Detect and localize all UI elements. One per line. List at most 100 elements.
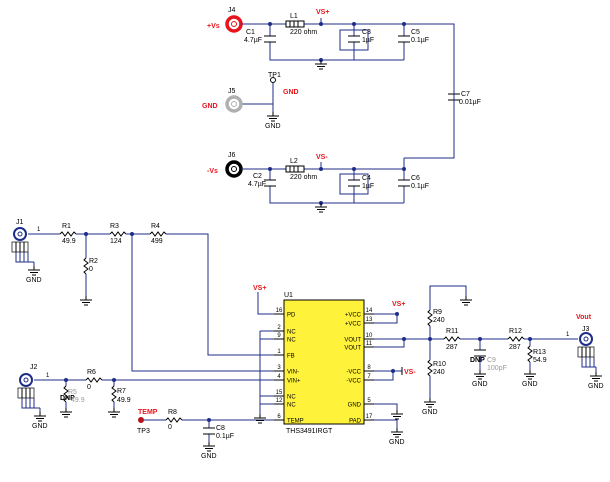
r6-resistor	[85, 377, 103, 383]
l2-value: 220 ohm	[290, 174, 317, 181]
u1-pin-name: VIN+	[287, 379, 301, 385]
u1-pin-name: VIN-	[287, 370, 299, 376]
vs-minus-rail-label: VS-	[404, 369, 416, 376]
gnd-label: GND	[588, 383, 604, 390]
c1-value: 4.7µF	[244, 37, 262, 44]
u1-pin-name: VOUT	[344, 346, 361, 352]
u1-pin-number: 3	[277, 365, 281, 371]
u1-part: THS3491IRGT	[286, 428, 333, 435]
j5-net-label: GND	[202, 103, 218, 110]
r7-resistor	[111, 385, 117, 403]
r5-ref: R5	[68, 389, 77, 396]
u1-pin-number: 6	[277, 414, 281, 420]
j1-pin: 1	[37, 227, 41, 233]
u1-ref: U1	[284, 292, 293, 299]
r7-value: 49.9	[117, 397, 131, 404]
r2-resistor	[83, 257, 89, 275]
j2-ref: J2	[30, 364, 38, 371]
l1-ref: L1	[290, 13, 298, 20]
node	[391, 369, 395, 373]
gnd-label: GND	[26, 277, 42, 284]
r1-resistor	[59, 231, 77, 237]
r7-ref: R7	[117, 388, 126, 395]
l1-inductor	[285, 20, 305, 28]
gnd-label: GND	[389, 439, 405, 446]
u1-pin-number: 2	[277, 325, 281, 331]
j3-net-label: Vout	[576, 314, 592, 321]
u1-pin-name: PAD	[349, 419, 362, 425]
r10-resistor	[427, 359, 433, 377]
u1-pin-name: PD	[287, 313, 296, 319]
l1-value: 220 ohm	[290, 29, 317, 36]
u1-pin-number: 5	[367, 398, 371, 404]
u1-pin-name: FB	[287, 354, 295, 360]
tp1-ref: TP1	[268, 72, 281, 79]
j2-connector	[17, 373, 35, 399]
u1-pin-number: 4	[277, 374, 281, 380]
c9-dnp: DNP	[470, 357, 485, 364]
c2-ref: C2	[253, 173, 262, 180]
r1-value: 49.9	[62, 238, 76, 245]
r11-ref: R11	[446, 328, 458, 335]
j1-connector	[11, 227, 29, 253]
c4-ref: C4	[362, 175, 371, 182]
u1-pin-number: 9	[277, 333, 281, 339]
r13-resistor	[527, 345, 533, 363]
c3-ref: C3	[362, 29, 371, 36]
u1-pin-name: VOUT	[344, 338, 361, 344]
u1-pin-number: 17	[366, 414, 373, 420]
tp3-ref: TP3	[137, 428, 150, 435]
j6-ref: J6	[228, 152, 236, 159]
u1-pin-name: -VCC	[346, 370, 361, 376]
r2-ref: R2	[89, 258, 98, 265]
l2-ref: L2	[290, 158, 298, 165]
vs-plus-rail-label: VS+	[316, 9, 329, 16]
gnd-label: GND	[472, 381, 488, 388]
c6-value: 0.1µF	[411, 183, 429, 190]
tp3-net-label: TEMP	[138, 409, 158, 416]
u1-pin-name: GND	[348, 403, 362, 409]
j4-connector	[225, 15, 243, 33]
r13-value: 54.9	[533, 357, 547, 364]
c9-ref: C9	[487, 357, 496, 364]
c5-value: 0.1µF	[411, 37, 429, 44]
r2-value: 0	[89, 266, 93, 273]
j6-net-label: -Vs	[207, 168, 218, 175]
u1-pin-name: NC	[287, 330, 296, 336]
r5-value: 49.9	[71, 397, 85, 404]
r6-ref: R6	[87, 369, 96, 376]
r9-ref: R9	[433, 309, 442, 316]
u1-pin-name: NC	[287, 395, 296, 401]
j3-connector	[577, 332, 595, 358]
c1-ref: C1	[246, 29, 255, 36]
c6-ref: C6	[411, 175, 420, 182]
j6-connector	[225, 160, 243, 178]
c2-value: 4.7µF	[248, 181, 266, 188]
r4-resistor	[149, 231, 167, 237]
u1-pin-number: 15	[276, 390, 283, 396]
u1-pin-number: 11	[366, 341, 373, 347]
u1-pin-number: 14	[366, 308, 373, 314]
u1-pin-number: 8	[367, 365, 371, 371]
vs-minus-rail-label: VS-	[316, 154, 328, 161]
u1-pin-name: -VCC	[346, 379, 361, 385]
r1-ref: R1	[62, 223, 71, 230]
c4-value: 1µF	[362, 183, 374, 190]
l2-inductor	[285, 165, 305, 173]
j3-ref: J3	[582, 326, 590, 333]
u1-pin-name: TEMP	[287, 419, 304, 425]
tp1-testpoint	[270, 77, 276, 83]
r5-dnp: DNP	[60, 395, 75, 402]
r9-resistor	[427, 309, 433, 327]
r3-value: 124	[110, 238, 122, 245]
c7-value: 0.01µF	[459, 99, 481, 106]
c8-value: 0.1µF	[216, 433, 234, 440]
r10-ref: R10	[433, 361, 446, 368]
r5-resistor	[63, 385, 69, 403]
r12-ref: R12	[509, 328, 522, 335]
r4-value: 499	[151, 238, 163, 245]
gnd-label: GND	[265, 123, 281, 130]
j5-ref: J5	[228, 88, 236, 95]
r4-ref: R4	[151, 223, 160, 230]
